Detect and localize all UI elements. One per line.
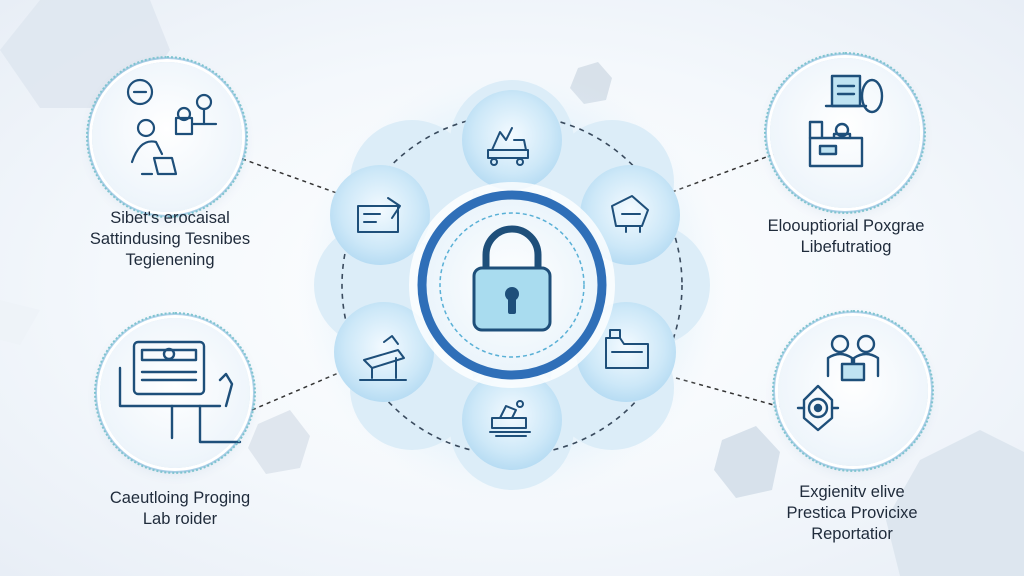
team-settings-icon bbox=[126, 78, 218, 176]
feature-circle-bottom-left bbox=[94, 312, 256, 474]
feature-label-bottom-left: Caeutloing Proging Lab roider bbox=[109, 489, 251, 528]
feature-circle-bottom-right bbox=[772, 310, 934, 472]
drafting-table-icon bbox=[359, 335, 407, 381]
people-shield-icon bbox=[796, 334, 880, 432]
workbench-icon bbox=[357, 197, 401, 233]
feature-label-bottom-right: Exgienitv elive Prestica Provicixe Repor… bbox=[786, 483, 918, 543]
feature-circle-top-left bbox=[86, 56, 248, 218]
padlock-icon bbox=[472, 225, 552, 332]
press-tool-icon bbox=[611, 195, 649, 233]
feature-circle-top-right bbox=[764, 52, 926, 214]
machinery-icon bbox=[487, 127, 529, 166]
document-scanner-icon bbox=[808, 74, 884, 168]
monitor-workstation-icon bbox=[118, 340, 242, 444]
folder-icon bbox=[605, 329, 649, 369]
feature-label-top-right: Eloouptiorial Poxgrae Libefutratiog bbox=[767, 217, 925, 256]
feature-label-top-left: Sibet's erocaisal Sattindusing Tesnibes … bbox=[89, 209, 251, 269]
conveyor-icon bbox=[489, 400, 531, 437]
